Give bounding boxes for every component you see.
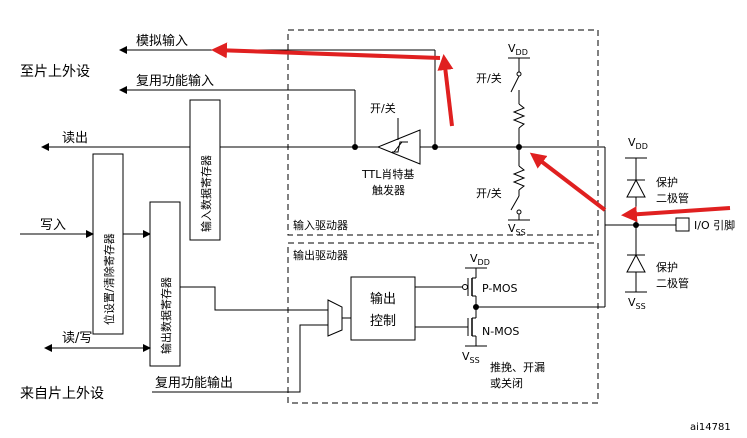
- input-driver-label: 输入驱动器: [293, 218, 348, 232]
- output-mode-label-2: 或关闭: [490, 376, 523, 390]
- diode-bottom-label-2: 二极管: [656, 276, 689, 290]
- diode-vdd-label: VDD: [628, 136, 648, 151]
- output-multiplexer: [327, 299, 343, 337]
- from-peripheral-label: 来自片上外设: [20, 386, 104, 402]
- diode-bottom-label-1: 保护: [656, 260, 678, 274]
- read-write-arrow-left: [44, 344, 52, 352]
- to-peripheral-label: 至片上外设: [20, 64, 90, 80]
- read-out-label: 读出: [62, 131, 88, 146]
- schmitt-label-line1: TTL肖特基: [361, 167, 414, 181]
- pulldown-vss-label: VSS: [508, 222, 526, 237]
- pmos-label: P-MOS: [482, 282, 518, 295]
- write-in-label: 写入: [40, 218, 66, 233]
- pullup-resistor: [512, 103, 526, 129]
- annotation-arrow: [529, 152, 607, 212]
- annotation-arrow: [437, 54, 454, 127]
- junction-dot: [432, 144, 438, 150]
- output-mode-label-1: 推挽、开漏: [490, 360, 545, 374]
- output-control-label-2: 控制: [370, 314, 396, 329]
- analog-input-label: 模拟输入: [136, 33, 188, 49]
- diode-top-label-2: 二极管: [656, 191, 689, 205]
- alt-func-output-line: [152, 324, 328, 393]
- bit-set-reset-register-label: 位设置/清除寄存器: [102, 233, 116, 325]
- input-data-register: [189, 99, 221, 241]
- pullup-switch-label: 开/关: [476, 71, 502, 85]
- schmitt-switch-label: 开/关: [370, 101, 396, 115]
- figure-id: ai14781: [690, 422, 731, 433]
- junction-dot: [352, 144, 358, 150]
- hysteresis-icon: [392, 141, 408, 153]
- diode-top-label-1: 保护: [656, 175, 678, 189]
- read-write-label: 读/写: [62, 331, 92, 346]
- output-control-block: [350, 276, 416, 341]
- pulldown-switch-label: 开/关: [476, 186, 502, 200]
- diode-vss-label: VSS: [628, 296, 646, 311]
- bit-set-reset-register: [92, 153, 124, 335]
- odr-to-mux-line: [180, 286, 328, 311]
- output-data-register-label: 输出数据寄存器: [159, 277, 173, 354]
- input-data-register-label: 输入数据寄存器: [199, 155, 213, 232]
- alt-func-output-label: 复用功能输出: [155, 375, 233, 391]
- annotation-arrow: [211, 42, 441, 60]
- annotation-arrow: [621, 206, 731, 223]
- output-data-register: [149, 201, 181, 367]
- junction-dot: [473, 304, 479, 310]
- protection-diode-top: [626, 178, 646, 198]
- schmitt-label-line2: 触发器: [372, 183, 405, 197]
- alt-func-input-label: 复用功能输入: [136, 73, 214, 89]
- nmos-label: N-MOS: [482, 325, 519, 338]
- io-pin-square: [675, 217, 690, 232]
- pullup-switch: [510, 75, 520, 93]
- output-control-label-1: 输出: [370, 291, 396, 307]
- output-driver-box: [287, 242, 599, 404]
- input-driver-box: [287, 29, 599, 236]
- pmos-vdd-label: VDD: [470, 252, 490, 267]
- switch-contact: [516, 209, 522, 215]
- nmos-vss-label: VSS: [462, 350, 480, 365]
- protection-diode-bottom: [626, 253, 646, 273]
- pulldown-resistor: [512, 165, 526, 191]
- pullup-vdd-label: VDD: [508, 42, 528, 57]
- output-driver-label: 输出驱动器: [293, 248, 348, 262]
- pulldown-switch: [510, 195, 520, 211]
- pmos-gate-bubble: [462, 284, 468, 290]
- switch-contact: [516, 71, 522, 77]
- io-pin-label: I/O 引脚: [694, 218, 735, 232]
